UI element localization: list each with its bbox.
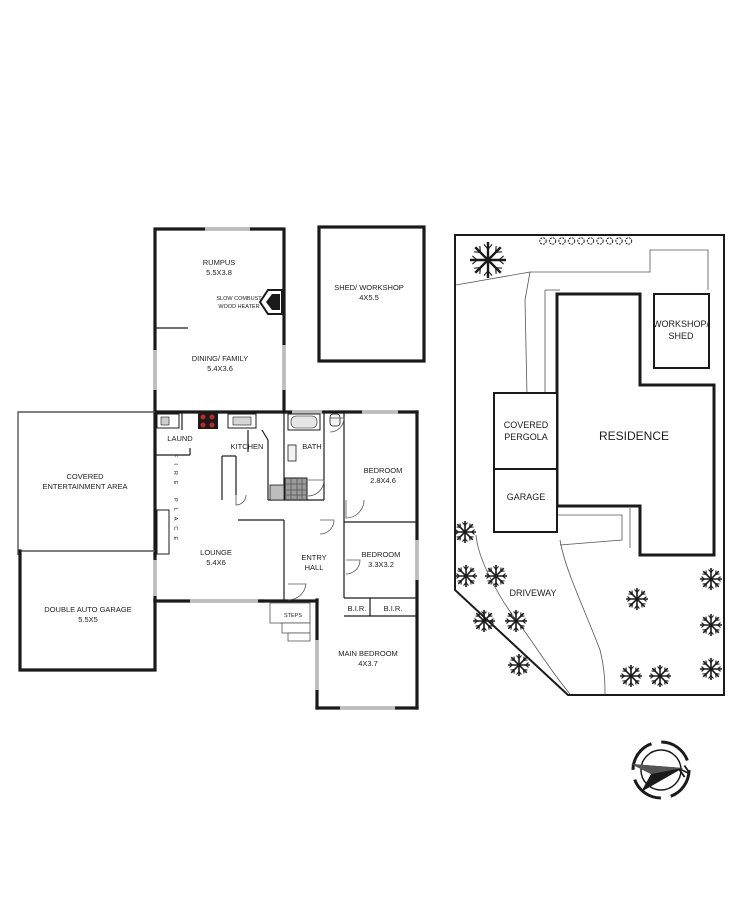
main-house-walls: [153, 410, 419, 710]
entry-label-line1: ENTRY: [301, 553, 326, 562]
shed-outline: [317, 225, 426, 363]
north-compass-icon: N: [631, 740, 693, 800]
laund-label: LAUND: [167, 434, 193, 443]
tree-icon: [700, 568, 722, 590]
shrub-icon: [558, 237, 566, 245]
property-boundary: [454, 234, 725, 696]
fireplace-label: FIRE PLACE: [172, 454, 178, 546]
site-garage-label: GARAGE: [507, 492, 546, 502]
kitchen-fixtures: [156, 413, 257, 429]
main-bedroom-label: MAIN BEDROOM: [338, 649, 398, 658]
fireplace-hearth: [156, 509, 170, 555]
covered-area-label-line1: COVERED: [66, 472, 104, 481]
door-swings: [235, 417, 365, 601]
garage-label: DOUBLE AUTO GARAGE: [44, 605, 131, 614]
shrub-icon: [548, 237, 557, 245]
shrub-icon: [577, 237, 585, 245]
tree-icon: [470, 242, 506, 278]
tree-icon: [454, 521, 476, 543]
bath-label: BATH: [302, 442, 321, 451]
shrub-icon: [605, 237, 614, 245]
bedroom2-size: 3.3X3.2: [368, 560, 394, 569]
tree-icon: [455, 565, 477, 587]
pergola-label-line2: PERGOLA: [504, 432, 548, 442]
steps: [269, 602, 311, 642]
rumpus-dining-walls: [153, 227, 286, 414]
entry-label-line2: HALL: [305, 563, 324, 572]
workshop-shed-building: [653, 293, 710, 369]
residence-label: RESIDENCE: [599, 429, 669, 443]
cooktop-icon: [198, 413, 218, 429]
covered-pergola-building: [493, 392, 558, 470]
hedge-row: [539, 237, 633, 245]
shed-label: SHED/ WORKSHOP: [334, 283, 404, 292]
trees: [454, 242, 722, 687]
bath-fixtures: [269, 413, 341, 501]
kitchen-label: KITCHEN: [231, 442, 264, 451]
site-garage-building: [493, 468, 558, 533]
shrub-icon: [586, 237, 595, 245]
floor-plan: RUMPUS 5.5X3.8 SLOW COMBUST WOOD HEATER …: [17, 225, 426, 710]
steps-label: STEPS: [284, 613, 302, 619]
bir2-label: B.I.R.: [384, 604, 403, 613]
toilet-icon: [329, 413, 341, 427]
shrub-icon: [624, 237, 633, 245]
covered-area-label-line2: ENTERTAINMENT AREA: [42, 482, 127, 491]
dining-label: DINING/ FAMILY: [192, 354, 249, 363]
shrub-icon: [596, 237, 604, 245]
tree-icon: [700, 614, 722, 636]
covered-area-outline: [17, 411, 155, 555]
compass-letter: N: [676, 762, 693, 781]
heater-label-line1: SLOW COMBUST: [216, 296, 262, 302]
wood-heater-icon: [258, 289, 283, 315]
bedroom1-size: 2.8X4.6: [370, 476, 396, 485]
main-bedroom-size: 4X3.7: [358, 659, 378, 668]
pergola-label-line1: COVERED: [504, 420, 549, 430]
tree-icon: [473, 610, 495, 632]
bathtub-icon: [290, 415, 318, 429]
rumpus-label: RUMPUS: [203, 258, 236, 267]
tree-icon: [508, 654, 530, 676]
residence-building: [555, 292, 716, 557]
shrub-icon: [615, 237, 623, 245]
garage-size: 5.5X5: [78, 615, 98, 624]
bedroom1-label: BEDROOM: [364, 466, 403, 475]
workshop-label-line2: SHED: [668, 331, 694, 341]
dining-size: 5.4X3.6: [207, 364, 233, 373]
interior-walls: [155, 412, 417, 617]
shower-icon: [284, 477, 308, 501]
tree-icon: [505, 610, 527, 632]
rumpus-size: 5.5X3.8: [206, 268, 232, 277]
tree-icon: [626, 588, 648, 610]
vanity-icon: [287, 444, 297, 462]
site-plan: WORKSHOP/ SHED RESIDENCE COVERED PERGOLA…: [454, 234, 725, 696]
lounge-size: 5.4X6: [206, 558, 226, 567]
bir1-label: B.I.R.: [348, 604, 367, 613]
tree-icon: [485, 565, 507, 587]
tree-icon: [620, 665, 642, 687]
lounge-label: LOUNGE: [200, 548, 232, 557]
shrub-icon: [567, 237, 576, 245]
tree-icon: [649, 665, 671, 687]
garage-outline: [18, 549, 157, 672]
workshop-label-line1: WORKSHOP/: [653, 319, 710, 329]
shed-size: 4X5.5: [359, 293, 379, 302]
bedroom2-label: BEDROOM: [362, 550, 401, 559]
shrub-icon: [539, 237, 547, 245]
driveway-label: DRIVEWAY: [509, 588, 556, 598]
tree-icon: [700, 658, 722, 680]
heater-label-line2: WOOD HEATER: [218, 304, 259, 310]
